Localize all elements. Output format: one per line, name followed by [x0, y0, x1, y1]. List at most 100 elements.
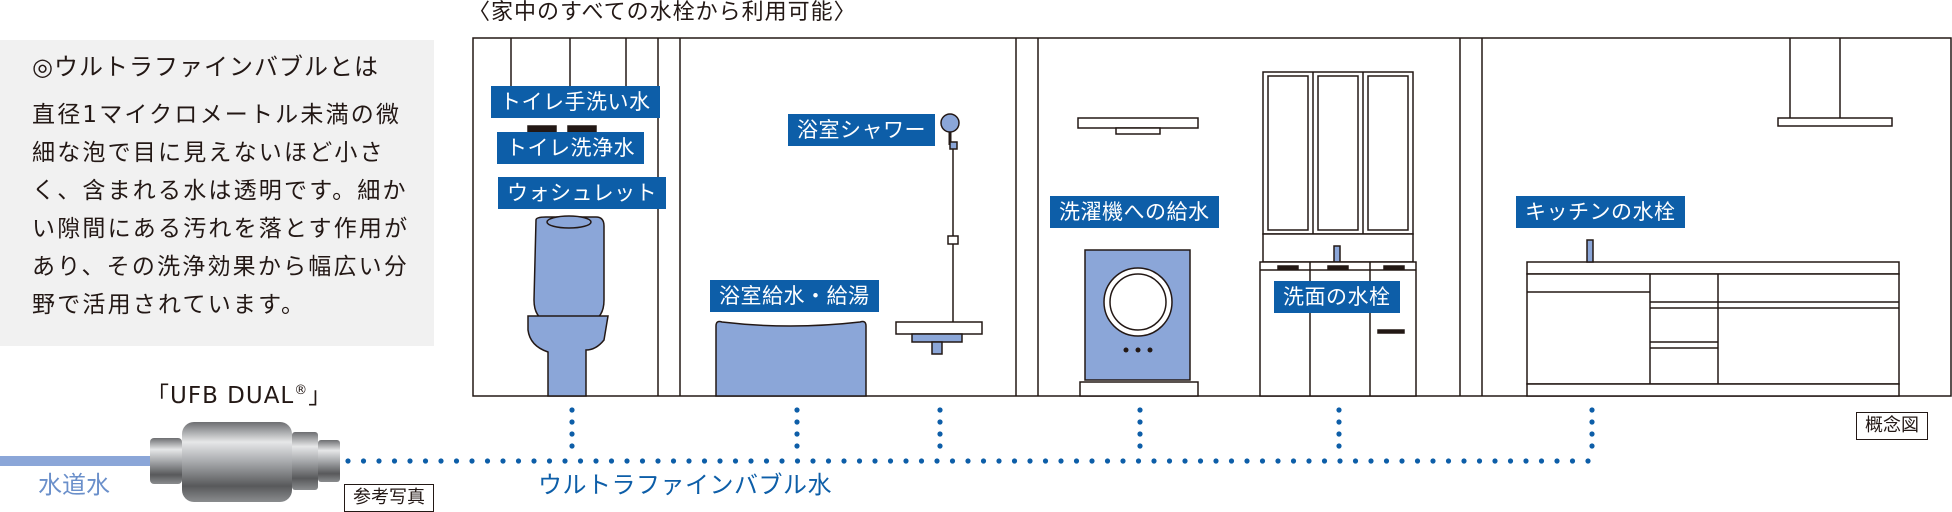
ufb-dot	[1089, 458, 1095, 464]
ufb-dot	[1554, 458, 1560, 464]
ufb-dot	[1336, 407, 1342, 413]
ufb-dot	[1336, 443, 1342, 449]
ufb-dot	[1151, 458, 1157, 464]
ufb-dot	[701, 458, 708, 464]
ufb-dot	[1321, 458, 1328, 464]
ufb-dot	[1336, 431, 1342, 437]
ufb-dot	[484, 458, 491, 464]
ufb-dot	[1011, 458, 1018, 464]
info-box: ◎ウルトラファインバブルとは 直径1マイクロメートル未満の微細な泡で目に見えない…	[0, 40, 434, 346]
ufb-water-label: ウルトラファインバブル水	[538, 471, 832, 499]
tap-water-pipe	[0, 456, 160, 466]
toilet-icon	[527, 215, 609, 397]
ufb-dot	[376, 458, 382, 464]
ufb-dot	[1368, 458, 1374, 464]
ufb-dot	[1244, 458, 1250, 464]
ufb-dot	[1137, 407, 1143, 413]
ufb-dot	[1073, 458, 1080, 464]
concept-diagram-tag: 概念図	[1856, 412, 1928, 440]
ufb-dot	[1414, 458, 1421, 464]
ufb-dot	[763, 458, 770, 464]
ufb-dot	[438, 458, 444, 464]
label-toilet-flush: トイレ洗浄水	[497, 132, 644, 164]
ufb-dot	[1445, 458, 1452, 464]
ufb-dot	[1027, 458, 1033, 464]
ufb-dot	[1306, 458, 1312, 464]
ufb-dot	[937, 431, 943, 437]
ufb-dot	[825, 458, 832, 464]
ufb-dot	[360, 458, 367, 464]
ufb-dot	[639, 458, 646, 464]
ufb-dot	[856, 458, 863, 464]
ufb-dot	[453, 458, 460, 464]
ufb-dot	[469, 458, 475, 464]
ufb-dot	[937, 407, 943, 413]
ufb-dot	[1589, 419, 1595, 425]
label-washbasin-faucet: 洗面の水栓	[1274, 281, 1400, 313]
ufb-dot	[1137, 443, 1143, 449]
ufb-dot	[980, 458, 987, 464]
ufb-dot	[794, 443, 800, 449]
label-kitchen-faucet: キッチンの水栓	[1516, 196, 1685, 228]
ufb-dot	[794, 419, 800, 425]
ufb-dot	[670, 458, 677, 464]
label-washer-supply: 洗濯機への給水	[1050, 196, 1219, 228]
ufb-dot	[841, 458, 847, 464]
ufb-dot	[934, 458, 940, 464]
ufb-dot	[1137, 431, 1143, 437]
kitchen-icon	[1526, 38, 1900, 397]
ufb-dot	[1352, 458, 1359, 464]
vanity-icon	[1259, 71, 1417, 397]
ufb-dot	[794, 458, 801, 464]
ufb-dot	[949, 458, 956, 464]
ufb-dot	[794, 407, 800, 413]
house-heading: 〈家中のすべての水栓から利用可能〉	[468, 0, 857, 25]
ufb-dot	[1120, 458, 1126, 464]
ufb-dot	[569, 443, 575, 449]
ufb-dot	[1337, 458, 1343, 464]
label-bath-shower: 浴室シャワー	[788, 114, 935, 146]
ufb-dot	[569, 407, 575, 413]
ufb-dot	[569, 419, 575, 425]
ufb-dot	[569, 431, 575, 437]
ufb-dot	[1399, 458, 1405, 464]
ufb-dot	[593, 458, 599, 464]
ufb-dot	[887, 458, 894, 464]
tap-water-label: 水道水	[38, 471, 110, 499]
ufb-dot	[794, 431, 800, 437]
ufb-dot	[624, 458, 630, 464]
bathtub-icon	[715, 320, 867, 397]
info-body: 直径1マイクロメートル未満の微細な泡で目に見えないほど小さく、含まれる水は透明で…	[32, 102, 410, 318]
ufb-dot	[1213, 458, 1219, 464]
ufb-dot	[965, 458, 971, 464]
ufb-dot	[345, 458, 351, 464]
ufb-dot	[1585, 458, 1591, 464]
ufb-dot	[1336, 419, 1342, 425]
info-title: ◎ウルトラファインバブルとは	[32, 53, 379, 81]
ufb-dot	[996, 458, 1002, 464]
ufb-dot	[1197, 458, 1204, 464]
ufb-dot	[1569, 458, 1576, 464]
ufb-dot	[655, 458, 661, 464]
ufb-dot	[562, 458, 568, 464]
ufb-dot	[779, 458, 785, 464]
ufb-dot	[515, 458, 522, 464]
ufb-dot	[1589, 431, 1595, 437]
ufb-dot	[1104, 458, 1111, 464]
ufb-dot	[1135, 458, 1142, 464]
label-washlet: ウォシュレット	[498, 177, 667, 209]
ufb-dot	[1275, 458, 1281, 464]
ufb-dot	[937, 443, 943, 449]
ufb-dot	[1507, 458, 1514, 464]
ufb-dot	[1430, 458, 1436, 464]
ufb-dot	[1058, 458, 1064, 464]
ufb-dot	[608, 458, 615, 464]
ufb-dot	[1461, 458, 1467, 464]
ufb-dot	[903, 458, 909, 464]
ufb-dot	[531, 458, 537, 464]
ufb-dot	[1042, 458, 1049, 464]
label-bath-supply: 浴室給水・給湯	[710, 280, 879, 312]
ufb-dot	[1538, 458, 1545, 464]
ufb-dot	[1259, 458, 1266, 464]
ufb-dot	[1166, 458, 1173, 464]
